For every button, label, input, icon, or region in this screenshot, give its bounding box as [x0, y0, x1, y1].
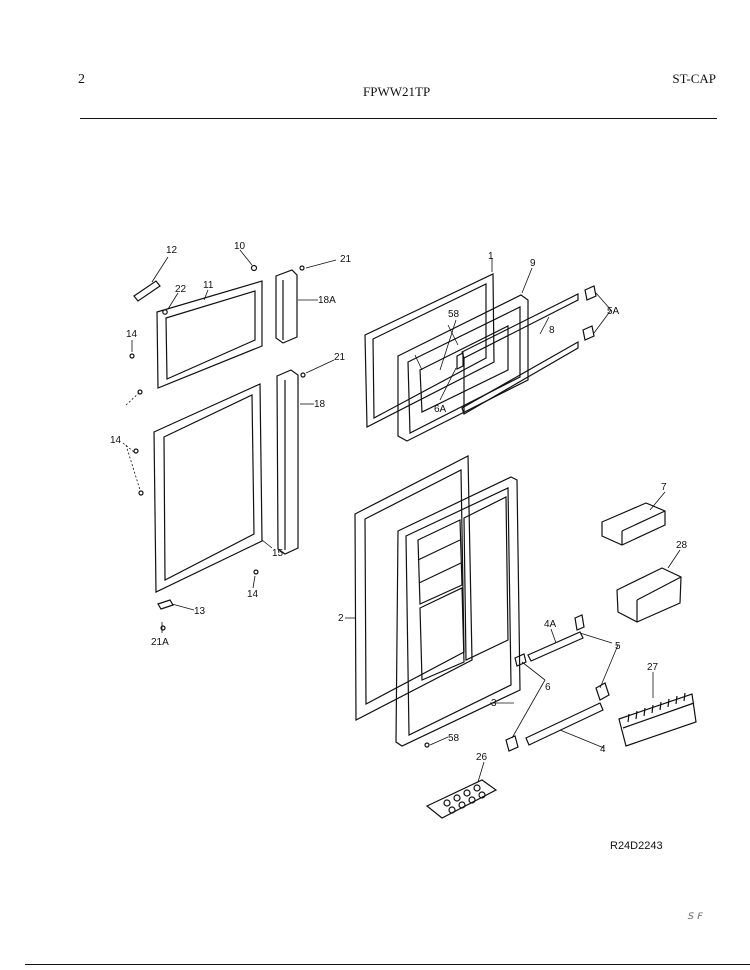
part-13-hinge-trim — [157, 599, 174, 610]
part-12-trim — [133, 280, 161, 302]
part-1-freezer-door-outer — [364, 273, 495, 428]
callout-27: 27 — [647, 662, 659, 673]
callout-labels: 12 10 21 22 11 18A 14 21 18 14 15 14 13 … — [110, 241, 688, 763]
header-rule — [80, 118, 717, 119]
callout-3: 3 — [491, 698, 497, 709]
part-4a-small-bar — [527, 631, 584, 662]
leader-lines-right — [345, 258, 681, 783]
callout-5: 5 — [615, 641, 621, 652]
callout-11: 11 — [203, 280, 214, 291]
callout-21a: 21A — [151, 637, 169, 648]
callout-6: 6 — [545, 682, 551, 693]
screw-parts — [129, 264, 430, 748]
part-3-fresh-food-door-liner — [395, 476, 521, 747]
callout-10: 10 — [234, 241, 246, 252]
part-7-dairy-compartment — [601, 502, 666, 546]
callout-15: 15 — [272, 548, 284, 559]
part-5a-rail-clips — [582, 285, 597, 341]
part-9-freezer-door-liner — [397, 294, 529, 442]
part-11-freezer-gasket — [156, 280, 263, 389]
callout-12: 12 — [166, 245, 178, 256]
callout-14-bottom: 14 — [247, 589, 259, 600]
callout-58-lower: 58 — [448, 733, 460, 744]
page-number: 2 — [78, 72, 85, 87]
part-5-bin-clips — [574, 614, 610, 701]
part-18-fresh-food-handle — [276, 369, 299, 555]
callout-18: 18 — [314, 399, 326, 410]
callout-2: 2 — [338, 613, 344, 624]
part-28-door-bin — [616, 567, 682, 623]
callout-7: 7 — [661, 482, 667, 493]
callout-18a: 18A — [318, 295, 336, 306]
callout-14-left: 14 — [110, 435, 122, 446]
section-code: ST-CAP — [672, 71, 716, 86]
part-26-egg-tray — [425, 779, 498, 819]
callout-13: 13 — [194, 606, 206, 617]
callout-1: 1 — [488, 251, 494, 262]
part-18a-freezer-handle — [275, 269, 298, 344]
part-6-end-caps — [505, 653, 527, 752]
callout-4: 4 — [600, 744, 606, 755]
callout-22: 22 — [175, 284, 187, 295]
part-15-fresh-food-gasket — [153, 383, 263, 593]
callout-28: 28 — [676, 540, 688, 551]
callout-58-upper: 58 — [448, 309, 460, 320]
part-4-door-bar — [525, 702, 604, 746]
callout-14: 14 — [126, 329, 138, 340]
callout-5a: 5A — [607, 306, 620, 317]
stray-mark: ꜱ ꜰ — [687, 908, 703, 922]
callout-9: 9 — [530, 258, 536, 269]
callout-21: 21 — [340, 254, 352, 265]
model-number: FPWW21TP — [363, 84, 431, 99]
part-27-egg-shelf — [618, 692, 697, 747]
footer-rule — [25, 964, 750, 965]
callout-8: 8 — [549, 325, 555, 336]
callout-6a: 6A — [434, 404, 447, 415]
leader-lines-left — [122, 249, 337, 633]
diagram-code: R24D2243 — [610, 840, 663, 852]
callout-21-lower: 21 — [334, 352, 346, 363]
part-6a-bracket — [456, 352, 464, 370]
callout-26: 26 — [476, 752, 488, 763]
callout-4a: 4A — [544, 619, 557, 630]
